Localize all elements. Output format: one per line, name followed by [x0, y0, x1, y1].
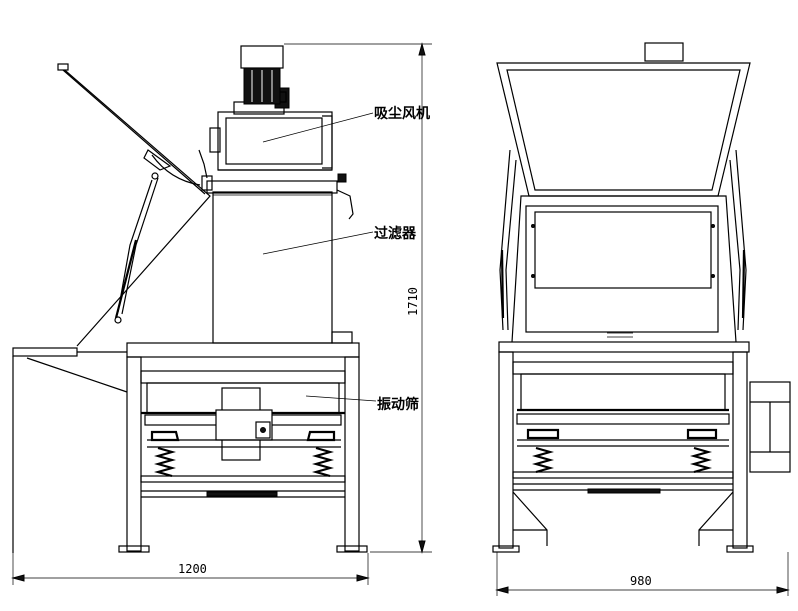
label-fan: 吸尘风机 [374, 105, 430, 122]
side-vibrating-screen [140, 370, 346, 483]
side-labels: 吸尘风机 过滤器 振动筛 [262, 105, 430, 413]
side-spring-right [306, 430, 336, 478]
side-table [12, 347, 128, 553]
dim-height: 1710 [406, 287, 420, 316]
side-filter [198, 149, 354, 344]
dim-front-width: 980 [630, 574, 652, 588]
front-dimensions: 980 [495, 552, 790, 596]
side-dimensions: 1200 1710 [11, 42, 432, 585]
front-view: 980 [492, 42, 791, 596]
front-filter [511, 195, 737, 343]
dim-side-width: 1200 [178, 562, 207, 576]
side-view: 吸尘风机 过滤器 振动筛 1200 1710 [11, 42, 432, 585]
label-screen: 振动筛 [377, 396, 419, 413]
front-open-lid [496, 42, 751, 331]
front-vibrating-screen [512, 361, 791, 479]
side-fan [209, 45, 333, 171]
front-spring-left [526, 428, 560, 474]
side-spring-left [150, 430, 180, 478]
side-open-lid [57, 63, 211, 347]
label-filter: 过滤器 [374, 225, 417, 242]
front-frame [492, 341, 754, 553]
front-spring-right [686, 428, 718, 474]
